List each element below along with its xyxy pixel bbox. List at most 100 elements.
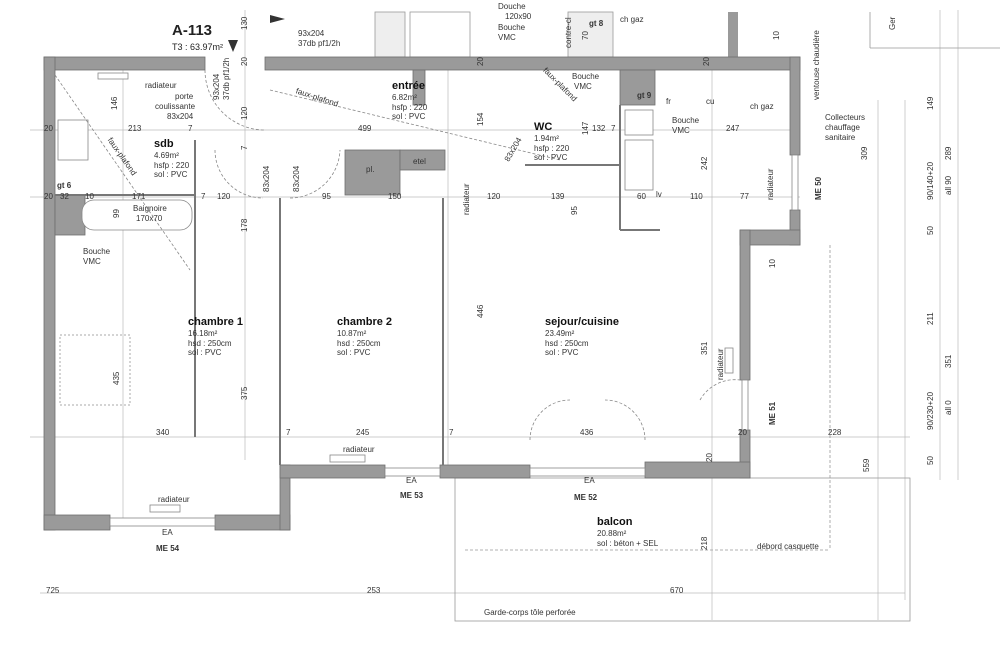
dim-139: 139: [551, 192, 565, 201]
room-area: 1.94m²: [534, 134, 559, 143]
room-floor: sol : PVC: [154, 170, 188, 179]
room-area: 10.87m²: [337, 329, 367, 338]
entrance-arrow-down-icon: [228, 40, 238, 52]
room-floor: sol : PVC: [545, 348, 579, 357]
room-hsfp: hsfp : 220: [534, 143, 570, 153]
dim-20: 20: [702, 57, 711, 66]
entrance-door-spec: 37db pf1/2h: [222, 57, 231, 100]
room-area: 23.49m²: [545, 329, 575, 338]
door-size-ch2: 83x204: [292, 165, 301, 192]
dim-20: 20: [240, 57, 249, 66]
neighbour-gas-meter: ch gaz: [620, 15, 644, 24]
dim-7: 7: [449, 428, 454, 437]
room-label-balcon: balcon 20.88m² sol : béton + SEL: [597, 516, 658, 548]
dim-50: 50: [926, 226, 935, 235]
sliding-door-label-2: coulissante: [155, 102, 196, 111]
radiator-label-ch1: radiateur: [158, 495, 190, 504]
dishwasher-label: lv: [656, 190, 662, 199]
room-floor: sol : PVC: [337, 348, 371, 357]
bathtub-label: Baignoire: [133, 204, 167, 213]
room-name: entrée: [392, 80, 426, 92]
manifold-label-3: sanitaire: [825, 133, 856, 142]
dim-725: 725: [46, 586, 60, 595]
dim-32: 32: [60, 192, 69, 201]
room-name: WC: [534, 121, 553, 133]
dim-253: 253: [367, 586, 381, 595]
dim-435: 435: [112, 371, 121, 385]
dim-228: 228: [828, 428, 842, 437]
neighbour-vmc: Bouche: [498, 23, 526, 32]
dim-7: 7: [611, 124, 616, 133]
room-area: 4.69m²: [154, 151, 179, 160]
room-floor: sol : PVC: [188, 348, 222, 357]
dim-95: 95: [322, 192, 331, 201]
dim-7: 7: [240, 145, 249, 150]
dim-247: 247: [726, 124, 740, 133]
dim-20: 20: [738, 428, 747, 437]
dim-242: 242: [700, 156, 709, 170]
radiator-label-ch2: radiateur: [343, 445, 375, 454]
fridge-label: fr: [666, 97, 671, 106]
dim-154: 154: [476, 112, 485, 126]
railing-label: Garde-corps tôle perforée: [484, 608, 576, 617]
room-name: sejour/cuisine: [545, 316, 619, 328]
window-me53: ME 53: [400, 491, 424, 500]
room-floor: sol : PVC: [392, 112, 426, 121]
window-ea-me52: EA: [584, 476, 595, 485]
duct-gt9: gt 9: [637, 91, 652, 100]
dim-7: 7: [188, 124, 193, 133]
window-me52: ME 52: [574, 493, 598, 502]
vmc-outlet-wc: Bouche: [572, 72, 600, 81]
room-hsfp: hsfp : 220: [154, 160, 190, 170]
room-floor: sol : béton + SEL: [597, 538, 659, 548]
vmc-outlet-kitchen: Bouche: [672, 116, 700, 125]
dim-sill-me50: all 90: [944, 175, 953, 195]
neighbour-shower-size: 120x90: [505, 12, 532, 21]
manifold-label-2: chauffage: [825, 123, 860, 132]
room-floor: sol : PVC: [534, 153, 568, 162]
room-hsfp: hsfp : 220: [392, 102, 428, 112]
neighbour-door-spec: 37db pf1/2h: [298, 39, 341, 48]
bathtub-size: 170x70: [136, 214, 163, 223]
dim-340: 340: [156, 428, 170, 437]
window-ea-me53: EA: [406, 476, 417, 485]
room-hsd: hsd : 250cm: [545, 338, 589, 348]
neighbour-room-label: Ger: [888, 16, 897, 30]
dim-20: 20: [44, 192, 53, 201]
radiator-label-sejour: radiateur: [716, 348, 725, 380]
dim-120: 120: [487, 192, 501, 201]
dim-351: 351: [944, 354, 953, 368]
dim-120: 120: [217, 192, 231, 201]
electrical-panel-label: etel: [413, 157, 426, 166]
room-name: chambre 2: [337, 316, 393, 328]
boiler-vent-label: ventouse chaudière: [812, 30, 821, 100]
room-label-sejour-cuisine: sejour/cuisine 23.49m² hsd : 250cm sol :…: [545, 316, 619, 358]
dim-20: 20: [44, 124, 53, 133]
dim-77: 77: [740, 192, 749, 201]
room-label-chambre-2: chambre 2 10.87m² hsd : 250cm sol : PVC: [337, 316, 392, 358]
dim-7: 7: [201, 192, 206, 201]
window-me51: ME 51: [768, 401, 777, 425]
unit-type-area: T3 : 63.97m²: [172, 42, 224, 52]
room-hsd: hsd : 250cm: [337, 338, 381, 348]
closet-label: pl.: [366, 165, 375, 174]
door-swings: [54, 69, 741, 441]
room-name: chambre 1: [188, 316, 244, 328]
dim-178: 178: [240, 218, 249, 232]
neighbour-outline: [374, 11, 1000, 58]
dim-147: 147: [581, 121, 590, 135]
dim-670: 670: [670, 586, 684, 595]
room-label-wc: WC 1.94m² hsfp : 220 sol : PVC: [534, 121, 569, 163]
vmc-outlet-kitchen-2: VMC: [672, 126, 690, 135]
dim-10: 10: [768, 259, 777, 268]
fixtures: [57, 72, 734, 513]
neighbour-lining-label: contre-cl: [564, 17, 573, 48]
room-name: sdb: [154, 138, 174, 150]
windows: [109, 154, 799, 527]
vmc-outlet-label-2: VMC: [83, 257, 101, 266]
dim-146: 146: [110, 96, 119, 110]
dim-sill-me51: all 0: [944, 400, 953, 415]
vmc-outlet-wc-2: VMC: [574, 82, 592, 91]
window-me54: ME 54: [156, 544, 180, 553]
